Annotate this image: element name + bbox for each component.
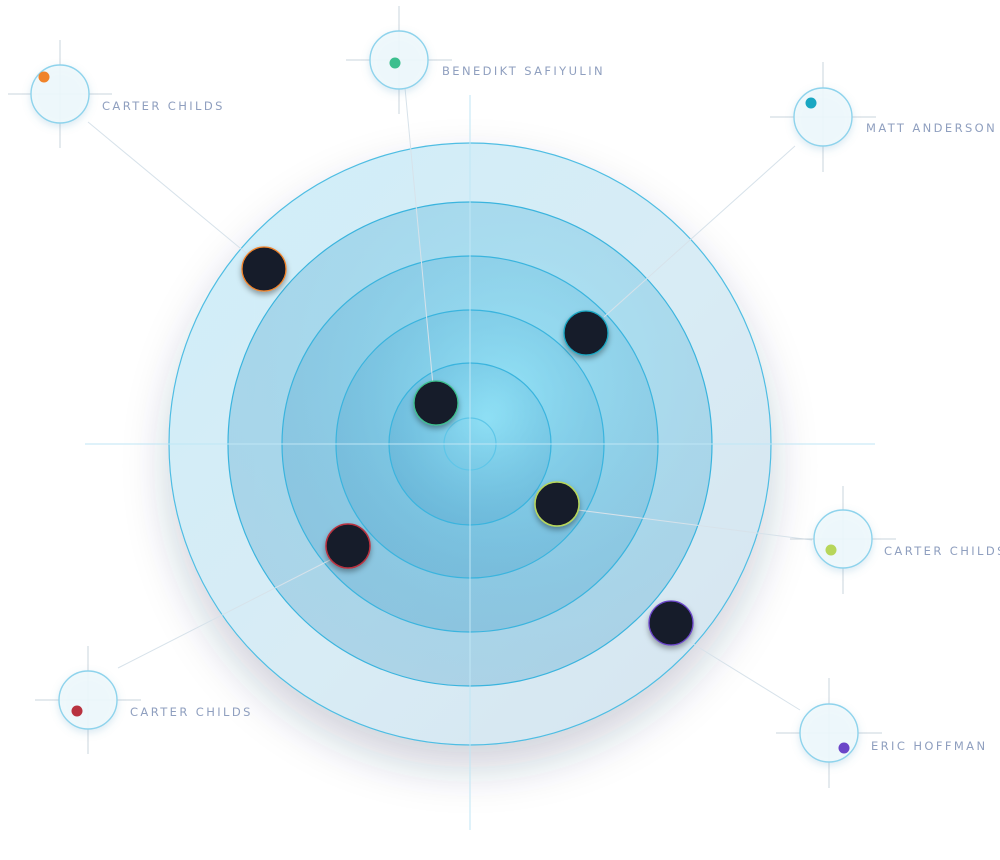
person-node-p1[interactable]: CARTER CHILDS (8, 40, 225, 148)
connector-line-p6 (689, 641, 801, 711)
radar-blip-p5[interactable] (325, 523, 371, 569)
person-avatar-dot (38, 71, 50, 83)
person-name: CARTER CHILDS (102, 99, 225, 113)
radar-blip-p3[interactable] (563, 310, 609, 356)
connector-line-p1 (87, 121, 247, 254)
connector-line-p5 (117, 559, 331, 669)
connector-line-p2 (404, 87, 434, 386)
person-avatar-dot (805, 97, 817, 109)
person-avatar-dot (838, 742, 850, 754)
person-name: CARTER CHILDS (130, 705, 253, 719)
radar-blip-p4[interactable] (534, 481, 580, 527)
person-avatar-dot (71, 705, 83, 717)
person-node-p6[interactable]: ERIC HOFFMAN (776, 678, 987, 788)
node-ring (793, 87, 853, 147)
radar-blips (241, 246, 694, 646)
radar-blip-p6[interactable] (648, 600, 694, 646)
connector-lines (87, 87, 813, 711)
person-name: CARTER CHILDS (884, 544, 1000, 558)
person-node-p2[interactable]: BENEDIKT SAFIYULIN (346, 6, 605, 114)
person-node-p3[interactable]: MATT ANDERSON (770, 62, 997, 172)
radar-blip-p2[interactable] (413, 380, 459, 426)
connector-line-p3 (603, 145, 796, 318)
person-avatar-dot (389, 57, 401, 69)
person-node-p5[interactable]: CARTER CHILDS (35, 646, 253, 754)
connector-line-p4 (577, 509, 813, 541)
node-ring (58, 670, 118, 730)
radar-crosshair (85, 95, 875, 830)
radar-blip-p1[interactable] (241, 246, 287, 292)
person-avatar-dot (825, 544, 837, 556)
node-ring (813, 509, 873, 569)
person-name: BENEDIKT SAFIYULIN (442, 64, 605, 78)
person-name: ERIC HOFFMAN (871, 739, 987, 753)
person-node-p4[interactable]: CARTER CHILDS (790, 486, 1000, 594)
node-ring (799, 703, 859, 763)
person-name: MATT ANDERSON (866, 121, 997, 135)
